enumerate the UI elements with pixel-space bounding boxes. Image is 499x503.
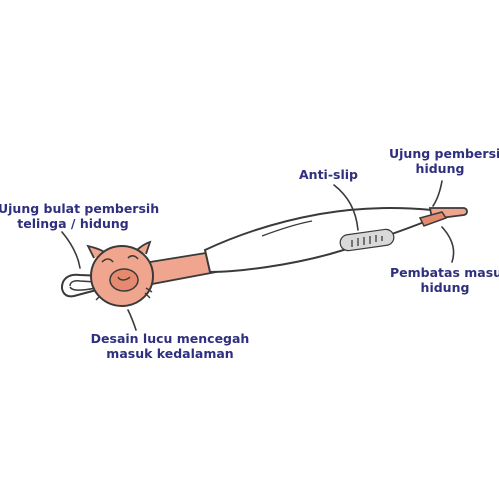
- label-nose-limiter-line2: hidung: [420, 280, 470, 295]
- anti-slip-grip: [339, 228, 395, 252]
- label-ear-tip: Ujung bulat pembersih telinga / hidung: [0, 201, 160, 231]
- label-cute-design: Desain lucu mencegah masuk kedalaman: [90, 331, 250, 361]
- label-nose-tip: Ujung pembersih hidung: [389, 146, 499, 176]
- label-nose-tip-line1: Ujung pembersih: [389, 146, 499, 161]
- label-nose-limiter-line1: Pembatas masuk: [390, 265, 499, 280]
- label-nose-limiter: Pembatas masuk hidung: [390, 265, 499, 295]
- pointer-nose-tip: [432, 180, 443, 207]
- label-anti-slip-line1: Anti-slip: [299, 167, 358, 182]
- label-ear-tip-line1: Ujung bulat pembersih: [0, 201, 160, 216]
- nose-cleaner-tips: [418, 207, 468, 227]
- cat-head: [86, 240, 154, 307]
- pointer-anti-slip: [333, 184, 359, 231]
- pointer-ear-tip: [61, 231, 81, 269]
- tweezer-body: [203, 207, 436, 274]
- label-ear-tip-line2: telinga / hidung: [17, 216, 129, 231]
- pointer-cute: [127, 309, 137, 331]
- label-nose-tip-line2: hidung: [415, 161, 465, 176]
- label-cute-design-line2: masuk kedalaman: [106, 346, 234, 361]
- label-cute-design-line1: Desain lucu mencegah: [90, 331, 250, 346]
- pointer-limiter: [441, 226, 455, 263]
- callout-lines: [61, 180, 455, 331]
- label-anti-slip: Anti-slip: [299, 167, 369, 182]
